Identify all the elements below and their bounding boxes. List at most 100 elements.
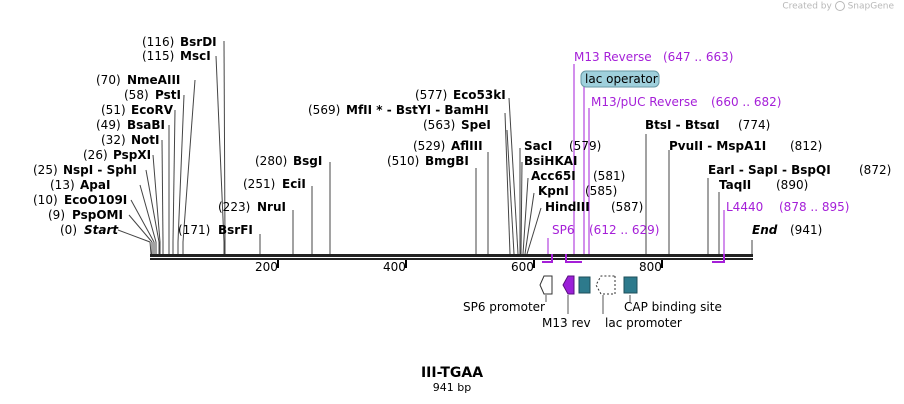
- ruler-tick-label: 600: [511, 260, 534, 274]
- site-name: BsgI: [293, 154, 322, 168]
- primer-bracket-m13rev: [565, 254, 582, 263]
- primer-labels: M13 Reverse (647 .. 663) M13/pUC Reverse…: [552, 50, 849, 237]
- site-name: NruI: [257, 200, 286, 214]
- site-labels-left: (0) Start (9) PspOMI (10) EcoO109I (13) …: [33, 35, 322, 237]
- site-name: MfII * - BstYI - BamHI: [346, 103, 489, 117]
- site-name: MscI: [180, 49, 211, 63]
- site-pos: (26): [83, 148, 108, 162]
- site-pos: (872): [859, 163, 891, 177]
- site-name: PstI: [155, 88, 181, 102]
- site-name: NspI - SphI: [63, 163, 137, 177]
- site-name: SpeI: [461, 118, 491, 132]
- site-pos: (25): [33, 163, 58, 177]
- site-name: NotI: [131, 133, 160, 147]
- site-name: PspOMI: [72, 208, 123, 222]
- lac-operator-icon: [578, 276, 591, 294]
- site-pos: (171): [178, 223, 210, 237]
- site-pos: (115): [142, 49, 174, 63]
- site-labels-right: BtsI - BtsαI (774) PvuII - MspA1I (812) …: [645, 118, 891, 237]
- primer-name: SP6: [552, 223, 575, 237]
- site-pos: (563): [423, 118, 455, 132]
- primer-bracket-l4440: [712, 254, 725, 263]
- ruler-tick-label: 200: [255, 260, 278, 274]
- site-name: Acc65I: [531, 169, 576, 183]
- site-pos: (280): [255, 154, 287, 168]
- site-name: BsrFI: [218, 223, 253, 237]
- m13-rev-icon: [562, 275, 575, 295]
- site-pos: (251): [243, 177, 275, 191]
- site-name: BsrDI: [180, 35, 217, 49]
- primer-brackets: [542, 254, 725, 263]
- site-pos: (812): [790, 139, 822, 153]
- map-length: 941 bp: [432, 381, 472, 394]
- feature-labels: SP6 promoter M13 rev lac promoter CAP bi…: [463, 300, 722, 330]
- primer-name: L4440: [726, 200, 763, 214]
- site-name: KpnI: [538, 184, 569, 198]
- site-name: ApaI: [80, 178, 110, 192]
- primer-range: (612 .. 629): [589, 223, 659, 237]
- site-name: PvuII - MspA1I: [669, 139, 766, 153]
- site-pos: (0): [60, 223, 77, 237]
- site-pos: (941): [790, 223, 822, 237]
- site-pos: (32): [101, 133, 126, 147]
- site-name: BsiHKAI: [524, 154, 578, 168]
- site-pos: (9): [48, 208, 65, 222]
- primer-name: M13 Reverse: [574, 50, 652, 64]
- site-name: PspXI: [113, 148, 151, 162]
- site-pos: (587): [611, 200, 643, 214]
- site-pos: (223): [218, 200, 250, 214]
- snapgene-credit: Created by SnapGene: [782, 1, 894, 12]
- sp6-promoter-icon: [539, 275, 553, 295]
- primer-range: (647 .. 663): [663, 50, 733, 64]
- site-name: End: [752, 223, 778, 237]
- site-pos: (510): [387, 154, 419, 168]
- credit-prefix: Created by: [782, 1, 832, 12]
- primer-range: (878 .. 895): [779, 200, 849, 214]
- snapgene-logo-icon: [834, 1, 845, 11]
- site-name: BtsI - BtsαI: [645, 118, 720, 132]
- site-pos: (58): [124, 88, 149, 102]
- lac-operator-label: lac operator: [580, 70, 660, 88]
- site-pos: (116): [142, 35, 174, 49]
- site-pos: (529): [413, 139, 445, 153]
- features: [539, 275, 638, 295]
- primer-name: M13/pUC Reverse: [591, 95, 698, 109]
- site-name: HindIII: [545, 200, 590, 214]
- site-name: EcoRV: [131, 103, 174, 117]
- ruler-tick-label: 400: [383, 260, 406, 274]
- feature-label: M13 rev: [542, 316, 591, 330]
- ruler-tick-label: 800: [639, 260, 662, 274]
- feature-leader-lines: [545, 295, 631, 314]
- cap-binding-site-icon: [623, 276, 638, 294]
- site-name: EarI - SapI - BspQI: [708, 163, 831, 177]
- site-name: NmeAIII: [127, 73, 180, 87]
- site-pos: (49): [96, 118, 121, 132]
- feature-label: lac promoter: [605, 316, 682, 330]
- site-pos: (579): [569, 139, 601, 153]
- site-pos: AflIII: [451, 139, 483, 153]
- site-pos: (774): [738, 118, 770, 132]
- site-name: BmgBI: [425, 154, 469, 168]
- lac-promoter-icon: [595, 275, 616, 295]
- site-pos: (581): [593, 169, 625, 183]
- site-name: Eco53kI: [453, 88, 506, 102]
- primer-range: (660 .. 682): [711, 95, 781, 109]
- feature-label: SP6 promoter: [463, 300, 545, 314]
- site-pos: (10): [33, 193, 58, 207]
- operator-text: lac operator: [585, 72, 658, 86]
- site-leader-lines: [117, 40, 753, 255]
- site-pos: (51): [101, 103, 126, 117]
- site-pos: (569): [308, 103, 340, 117]
- credit-brand: SnapGene: [847, 1, 894, 12]
- site-name: EciI: [282, 177, 306, 191]
- site-pos: (890): [776, 178, 808, 192]
- site-pos: (13): [50, 178, 75, 192]
- site-pos: (585): [585, 184, 617, 198]
- site-labels-middle: (510) BmgBI (529) AflIII (563) SpeI (569…: [308, 88, 643, 214]
- site-pos: (577): [415, 88, 447, 102]
- map-title: III-TGAA: [420, 365, 484, 381]
- site-name: EcoO109I: [64, 193, 127, 207]
- site-pos: (70): [96, 73, 121, 87]
- primer-bracket-sp6: [542, 254, 553, 263]
